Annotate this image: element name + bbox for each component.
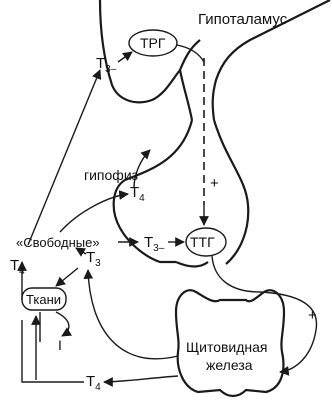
hypothalamus-label: Гипоталамус xyxy=(198,11,288,28)
thyroid-label-line1: Щитовидная xyxy=(186,339,268,355)
thyroid-to-t4-arrow xyxy=(104,376,178,382)
tissues-label: Ткани xyxy=(26,292,61,307)
free-hormones-label: «Свободные» xyxy=(16,235,100,250)
tissues-to-i-arrow xyxy=(56,312,69,336)
t3-pituitary-label: T3– xyxy=(144,234,165,254)
plus-sign-trh: + xyxy=(210,175,219,192)
thyroid-to-t3-arrow xyxy=(88,270,178,359)
t4-left-label: T4 xyxy=(10,257,25,277)
plus-sign-tsh: + xyxy=(308,307,317,324)
tsh-label: ТТГ xyxy=(190,234,215,250)
pituitary-label: гипофиз xyxy=(84,167,138,183)
thyroid-label-line2: железа xyxy=(206,357,253,373)
t4-bottom-left-line xyxy=(22,320,84,382)
t4-pituitary-label: T4 xyxy=(130,184,145,204)
t3-to-trh-arrow xyxy=(118,52,132,62)
t3-left-label: T3 xyxy=(86,249,101,269)
trh-connector xyxy=(177,45,204,62)
t4-bottom-label: T4 xyxy=(86,373,101,393)
free-to-t4-arrow xyxy=(60,194,128,232)
iodine-label: I xyxy=(58,337,62,353)
t4-to-t3-top-arrow xyxy=(28,70,100,245)
t3-to-tissues-arrow xyxy=(56,268,78,286)
trh-label: ТРГ xyxy=(140,35,166,51)
